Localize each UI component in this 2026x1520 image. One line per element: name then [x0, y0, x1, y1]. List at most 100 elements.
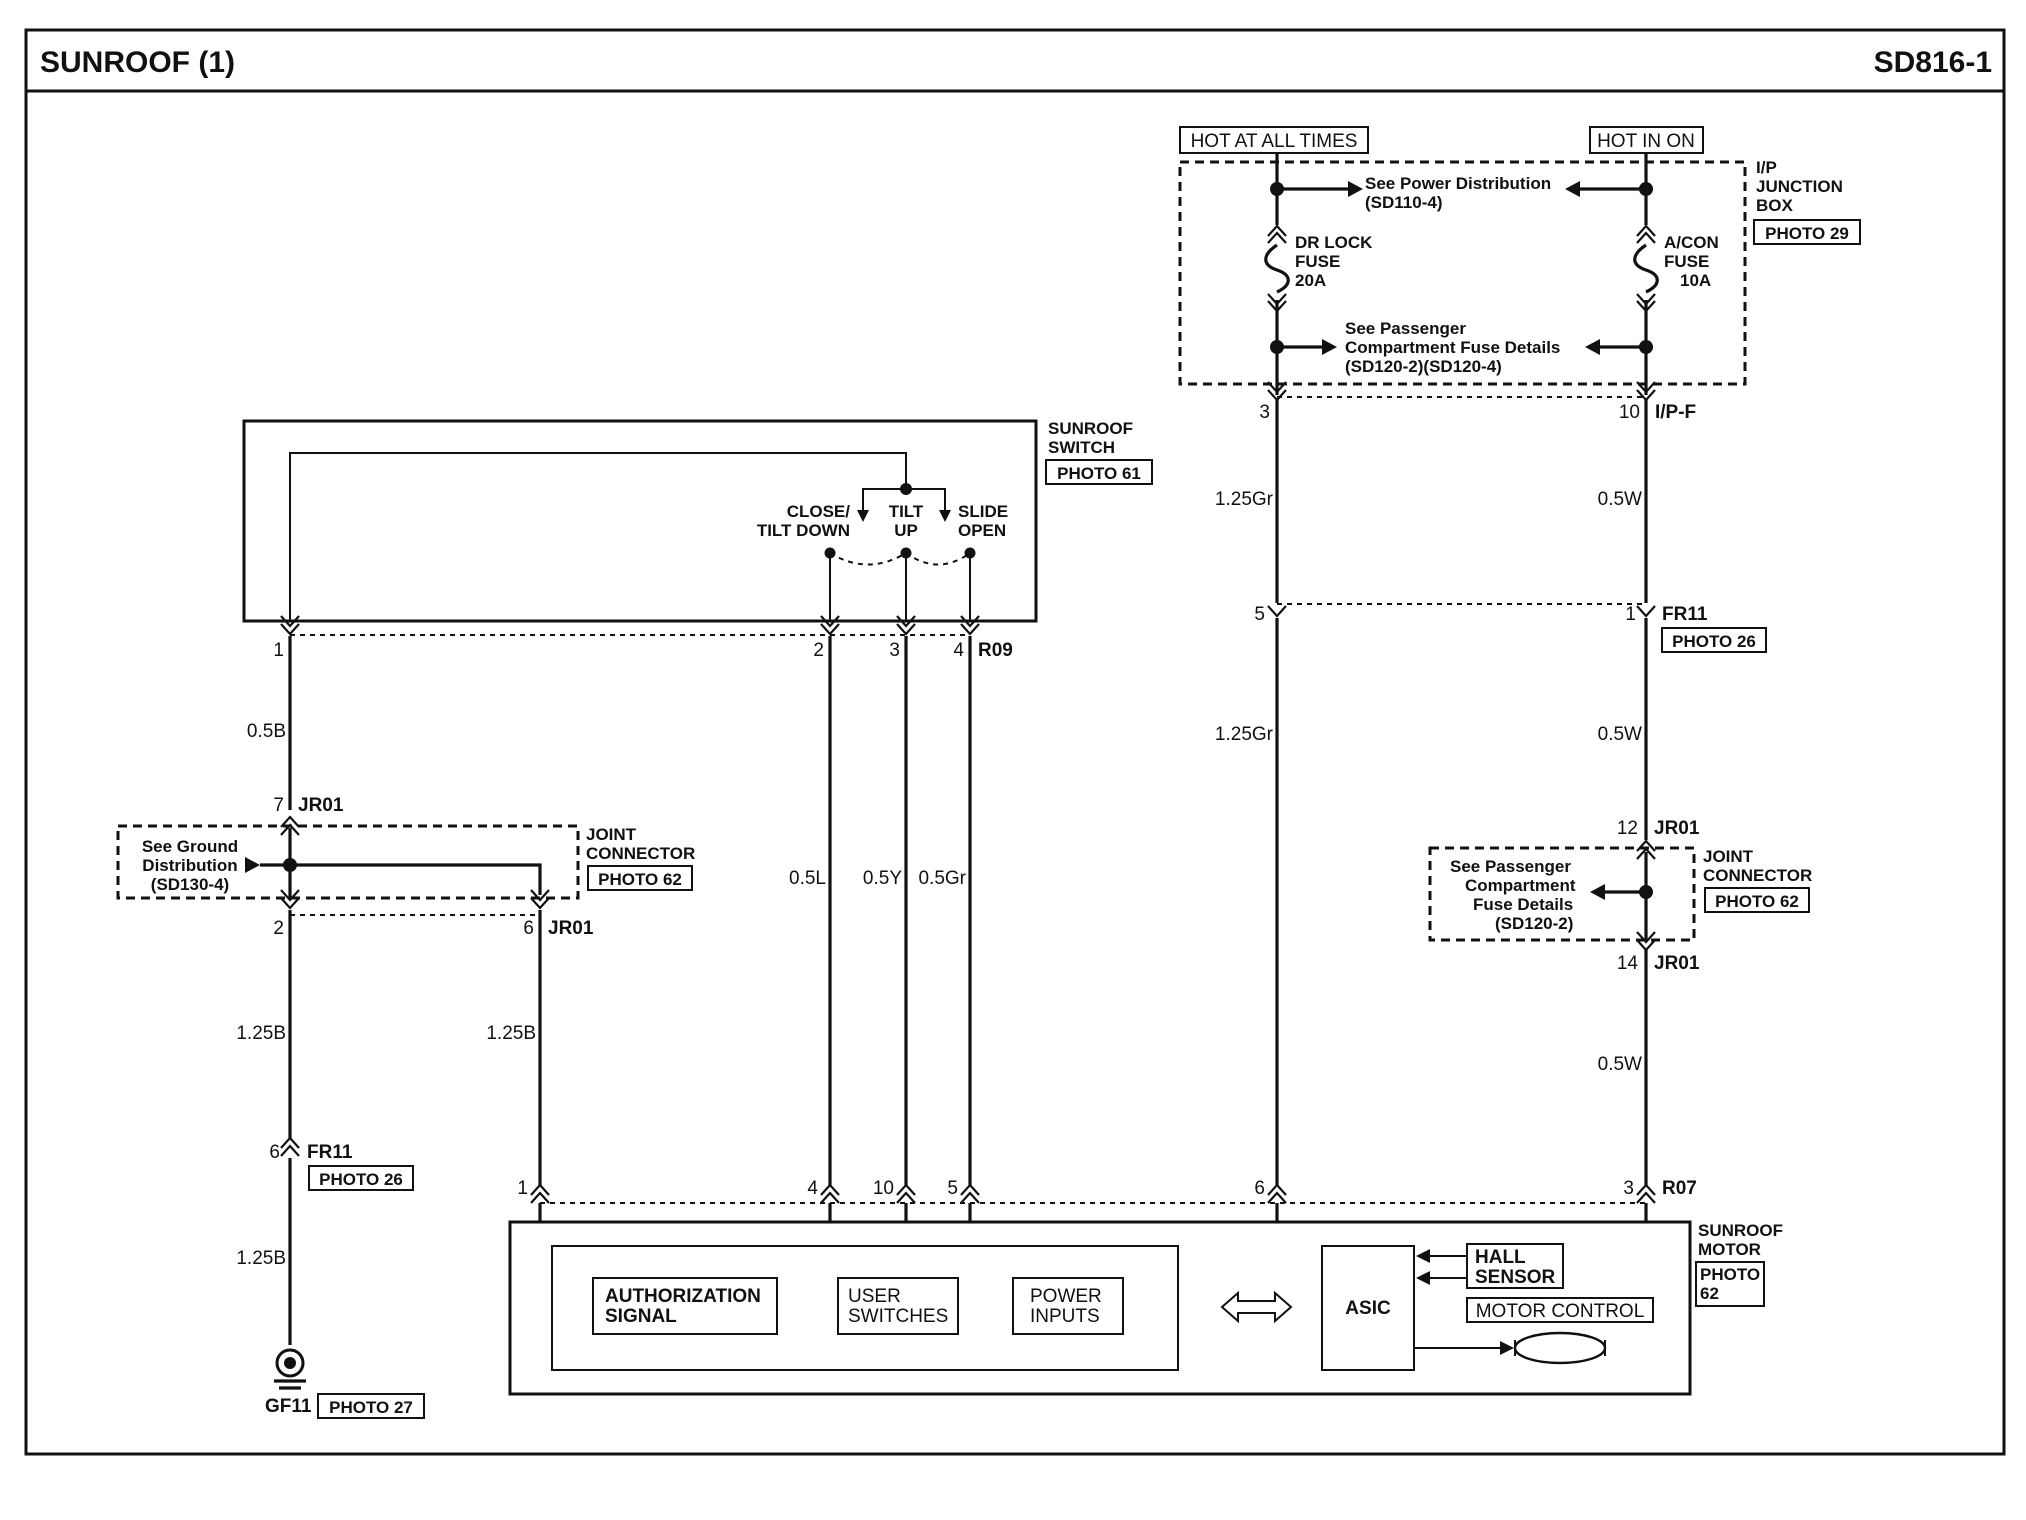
wire-05w-label-c: 0.5W — [1598, 1054, 1642, 1075]
joint-left-name-2: CONNECTOR — [586, 844, 695, 863]
ip-junction-box: HOT AT ALL TIMES HOT IN ON See Power Dis… — [1178, 126, 1861, 395]
ground-gf11: GF11 PHOTO 27 — [265, 1348, 425, 1419]
wire-05y-label: 0.5Y — [863, 868, 902, 889]
auth-signal-1: AUTHORIZATION — [605, 1286, 761, 1307]
ipf-pin-3: 3 — [1259, 402, 1270, 423]
dr-lock-fuse-2: FUSE — [1295, 252, 1340, 271]
asic-box — [1321, 1245, 1415, 1371]
see-passenger-1: See Passenger — [1345, 319, 1466, 338]
joint-right-see-2: Compartment — [1465, 876, 1576, 895]
wire-05l-label: 0.5L — [789, 868, 826, 889]
switch-close-1: CLOSE/ — [787, 502, 851, 521]
motor-control-box — [1466, 1297, 1654, 1323]
auth-signal-2: SIGNAL — [605, 1306, 677, 1327]
auth-signal-box — [592, 1277, 778, 1335]
jr01-left-conn-top: JR01 — [298, 795, 344, 816]
jr01-pin-7: 7 — [273, 795, 284, 816]
hall-sensor-1: HALL — [1475, 1247, 1526, 1268]
wire-125gr-label-a: 1.25Gr — [1215, 489, 1274, 510]
joint-connector-right: 12 JR01 See Passenger Compartment Fuse D… — [1428, 818, 1812, 974]
power-inputs-2: INPUTS — [1030, 1306, 1100, 1327]
jr01-conn-bot: JR01 — [1654, 953, 1700, 974]
jr01-left-conn-bot: JR01 — [548, 918, 594, 939]
fr11-connector-right: 5 1 FR11 PHOTO 26 — [1254, 603, 1767, 653]
jr01-conn-top: JR01 — [1654, 818, 1700, 839]
hall-sensor-2: SENSOR — [1475, 1267, 1556, 1288]
r07-pin-3: 3 — [1623, 1178, 1634, 1199]
r07-pin-5: 5 — [947, 1178, 958, 1199]
junction-box-name-3: BOX — [1756, 196, 1794, 215]
junction-box-photo: PHOTO 29 — [1765, 224, 1849, 243]
fr11-left-conn: FR11 — [307, 1142, 353, 1163]
fr11-conn-label: FR11 — [1662, 604, 1708, 625]
motor-body — [508, 1220, 1692, 1396]
acon-fuse-icon — [1633, 243, 1659, 294]
user-switches-box — [837, 1277, 959, 1335]
junction-box-name-2: JUNCTION — [1756, 177, 1843, 196]
fr11-pin-5: 5 — [1254, 604, 1265, 625]
hot-in-on-label: HOT IN ON — [1597, 131, 1695, 152]
joint-left-see-3: (SD130-4) — [151, 875, 229, 894]
ipf-pin-10: 10 — [1619, 402, 1640, 423]
acon-fuse-1: A/CON — [1664, 233, 1719, 252]
r07-pin-10: 10 — [873, 1178, 894, 1199]
power-inputs-1: POWER — [1030, 1286, 1102, 1307]
diagram-frame — [24, 28, 2006, 1456]
switch-tilt-1: TILT — [889, 502, 924, 521]
fr11-photo: PHOTO 26 — [1672, 632, 1756, 651]
hot-at-all-times-tag — [1179, 126, 1369, 154]
wire-125b-label-a: 1.25B — [236, 1023, 286, 1044]
wire-125b-label-c: 1.25B — [236, 1248, 286, 1269]
ipf-connector: 3 10 I/P-F — [1259, 381, 1696, 423]
switch-slide-2: OPEN — [958, 521, 1006, 540]
switch-slide-1: SLIDE — [958, 502, 1008, 521]
asic-label: ASIC — [1345, 1298, 1391, 1319]
r07-pin-6: 6 — [1254, 1178, 1265, 1199]
see-passenger-3: (SD120-2)(SD120-4) — [1345, 357, 1502, 376]
fr11-pin-1: 1 — [1625, 604, 1636, 625]
joint-left-photo: PHOTO 62 — [598, 870, 682, 889]
jr01-pin-6: 6 — [523, 918, 534, 939]
switch-close-2: TILT DOWN — [757, 521, 850, 540]
hot-in-on-tag — [1589, 126, 1704, 154]
r09-pin-2: 2 — [813, 640, 824, 661]
acon-fuse-3: 10A — [1680, 271, 1711, 290]
motor-name-3: PHOTO — [1700, 1265, 1760, 1284]
joint-right-name-1: JOINT — [1703, 847, 1754, 866]
bidirectional-arrow-icon — [1220, 1290, 1293, 1324]
joint-left-see-2: Distribution — [142, 856, 237, 875]
jr01-pin-2: 2 — [273, 918, 284, 939]
ground-name: GF11 — [265, 1396, 312, 1417]
dr-lock-fuse-3: 20A — [1295, 271, 1326, 290]
user-switches-1: USER — [848, 1286, 901, 1307]
see-passenger-2: Compartment Fuse Details — [1345, 338, 1560, 357]
motor-control-label: MOTOR CONTROL — [1476, 1301, 1645, 1322]
r09-conn-label: R09 — [978, 640, 1013, 661]
joint-right-name-2: CONNECTOR — [1703, 866, 1812, 885]
dr-lock-fuse-1: DR LOCK — [1295, 233, 1373, 252]
joint-right-photo: PHOTO 62 — [1715, 892, 1799, 911]
jr01-pin-14: 14 — [1617, 953, 1639, 974]
sunroof-switch: CLOSE/ TILT DOWN TILT UP SLIDE OPEN SUNR… — [242, 419, 1153, 661]
joint-left-name-1: JOINT — [586, 825, 637, 844]
hall-sensor-box — [1466, 1243, 1564, 1289]
switch-tilt-2: UP — [894, 521, 918, 540]
see-power-dist-2: (SD110-4) — [1365, 193, 1442, 212]
joint-left-see-1: See Ground — [142, 837, 238, 856]
switch-photo: PHOTO 61 — [1057, 464, 1141, 483]
r07-pin-1: 1 — [517, 1178, 528, 1199]
sunroof-motor: 1 4 10 5 6 3 R07 AUTHORIZATION SIGNAL US… — [508, 1178, 1783, 1396]
junction-box-outline — [1178, 160, 1747, 386]
hot-at-all-times-label: HOT AT ALL TIMES — [1191, 131, 1358, 152]
motor-name-4: 62 — [1700, 1284, 1719, 1303]
joint-left-outline — [116, 824, 580, 900]
junction-box-name-1: I/P — [1756, 158, 1777, 177]
joint-right-outline — [1428, 846, 1696, 942]
ipf-conn-label: I/P-F — [1655, 402, 1696, 423]
r09-pin-4: 4 — [953, 640, 964, 661]
r09-pin-1: 1 — [273, 640, 284, 661]
joint-right-see-3: Fuse Details — [1473, 895, 1573, 914]
fr11-left-photo: PHOTO 26 — [319, 1170, 403, 1189]
fr11-connector-left: 6 FR11 PHOTO 26 — [269, 1136, 414, 1191]
